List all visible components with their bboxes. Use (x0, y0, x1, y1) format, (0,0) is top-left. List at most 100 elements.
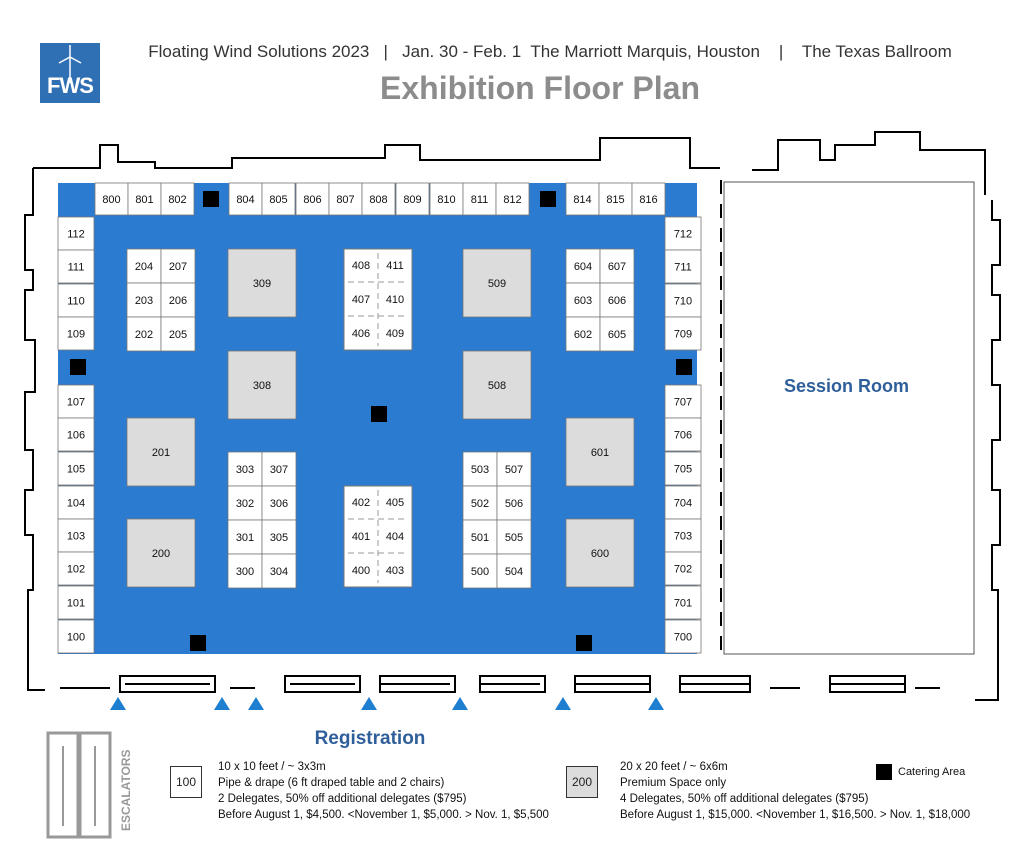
legend-premium-sample: 200 (566, 766, 598, 798)
logo-text: FWS (47, 73, 94, 98)
booth-label-401: 401 (352, 531, 370, 543)
booth-300 (227, 553, 263, 589)
fws-logo: FWS (40, 43, 100, 103)
booth-label-802: 802 (168, 194, 186, 206)
booth-806 (295, 182, 330, 216)
booth-808 (361, 182, 396, 216)
booth-710 (664, 283, 702, 318)
booth-label-103: 103 (67, 531, 85, 543)
escalators-label: ESCALATORS (119, 749, 133, 831)
booth-label-304: 304 (270, 566, 288, 578)
booth-706 (664, 417, 702, 452)
booth-805 (261, 182, 296, 216)
booth-label-606: 606 (608, 295, 626, 307)
catering-swatch (876, 764, 892, 780)
registration-arrow-icon (648, 697, 664, 710)
registration-arrow-icon (110, 697, 126, 710)
booth-102 (57, 551, 95, 586)
booth-809 (395, 182, 430, 216)
catering-area (576, 635, 592, 651)
booth-206 (160, 282, 196, 318)
booth-label-110: 110 (67, 296, 85, 308)
booth-label-604: 604 (574, 261, 592, 273)
catering-area (676, 359, 692, 375)
booth-label-302: 302 (236, 498, 254, 510)
booth-500 (462, 553, 498, 589)
session-room (723, 181, 975, 655)
booth-label-309: 309 (253, 278, 271, 290)
catering-area (203, 191, 219, 207)
booth-label-508: 508 (488, 380, 506, 392)
booth-label-405: 405 (386, 497, 404, 509)
booth-label-307: 307 (270, 464, 288, 476)
booth-101 (57, 585, 95, 620)
registration-arrow-icon (555, 697, 571, 710)
booth-label-814: 814 (573, 194, 591, 206)
booth-302 (227, 485, 263, 521)
booth-label-400: 400 (352, 565, 370, 577)
booth-label-301: 301 (236, 532, 254, 544)
booth-label-602: 602 (574, 329, 592, 341)
booth-label-601: 601 (591, 447, 609, 459)
booth-label-701: 701 (674, 598, 692, 610)
booth-704 (664, 485, 702, 520)
catering-area (70, 359, 86, 375)
booth-702 (664, 551, 702, 586)
booth-label-204: 204 (135, 261, 153, 273)
booth-label-203: 203 (135, 295, 153, 307)
legend-standard-text: 10 x 10 feet / ~ 3x3m Pipe & drape (6 ft… (218, 761, 549, 821)
booth-label-808: 808 (369, 194, 387, 206)
booth-label-102: 102 (67, 564, 85, 576)
booth-label-505: 505 (505, 532, 523, 544)
booth-label-205: 205 (169, 329, 187, 341)
booth-203 (126, 282, 162, 318)
catering-area (190, 635, 206, 651)
booth-label-810: 810 (437, 194, 455, 206)
booth-804 (228, 182, 263, 216)
booth-label-709: 709 (674, 329, 692, 341)
booth-label-404: 404 (386, 531, 404, 543)
booth-506 (496, 485, 532, 521)
booth-label-303: 303 (236, 464, 254, 476)
catering-label: Catering Area (898, 765, 966, 778)
booth-103 (57, 518, 95, 553)
booth-label-603: 603 (574, 295, 592, 307)
registration-arrow-icon (214, 697, 230, 710)
booth-205 (160, 316, 196, 352)
booth-label-109: 109 (67, 329, 85, 341)
booth-301 (227, 519, 263, 555)
booth-111 (57, 249, 95, 284)
booth-label-406: 406 (352, 328, 370, 340)
legend-premium-text: 20 x 20 feet / ~ 6x6m Premium Space only… (620, 761, 971, 821)
event-info-line: Floating Wind Solutions 2023 | Jan. 30 -… (148, 42, 952, 61)
booth-label-712: 712 (674, 229, 692, 241)
booth-label-703: 703 (674, 531, 692, 543)
booth-802 (160, 182, 195, 216)
booth-504 (496, 553, 532, 589)
booth-label-710: 710 (674, 296, 692, 308)
booth-label-200: 200 (152, 548, 170, 560)
page-title: Exhibition Floor Plan (380, 70, 700, 106)
booth-label-206: 206 (169, 295, 187, 307)
booth-label-607: 607 (608, 261, 626, 273)
booth-601 (565, 417, 635, 487)
booth-705 (664, 451, 702, 486)
booth-label-711: 711 (674, 262, 692, 274)
booth-207 (160, 248, 196, 284)
booth-807 (328, 182, 363, 216)
booth-label-501: 501 (471, 532, 489, 544)
booth-label-207: 207 (169, 261, 187, 273)
legend-catering: Catering Area (876, 764, 965, 780)
booth-700 (664, 619, 702, 654)
booth-label-509: 509 (488, 278, 506, 290)
legend-standard-sample: 100 (170, 766, 202, 798)
booth-816 (631, 182, 666, 216)
booth-label-704: 704 (674, 498, 692, 510)
booth-308 (227, 350, 297, 420)
booth-701 (664, 585, 702, 620)
booth-104 (57, 485, 95, 520)
registration-label: Registration (314, 728, 426, 749)
booth-label-504: 504 (505, 566, 523, 578)
booth-label-707: 707 (674, 397, 692, 409)
booth-label-305: 305 (270, 532, 288, 544)
